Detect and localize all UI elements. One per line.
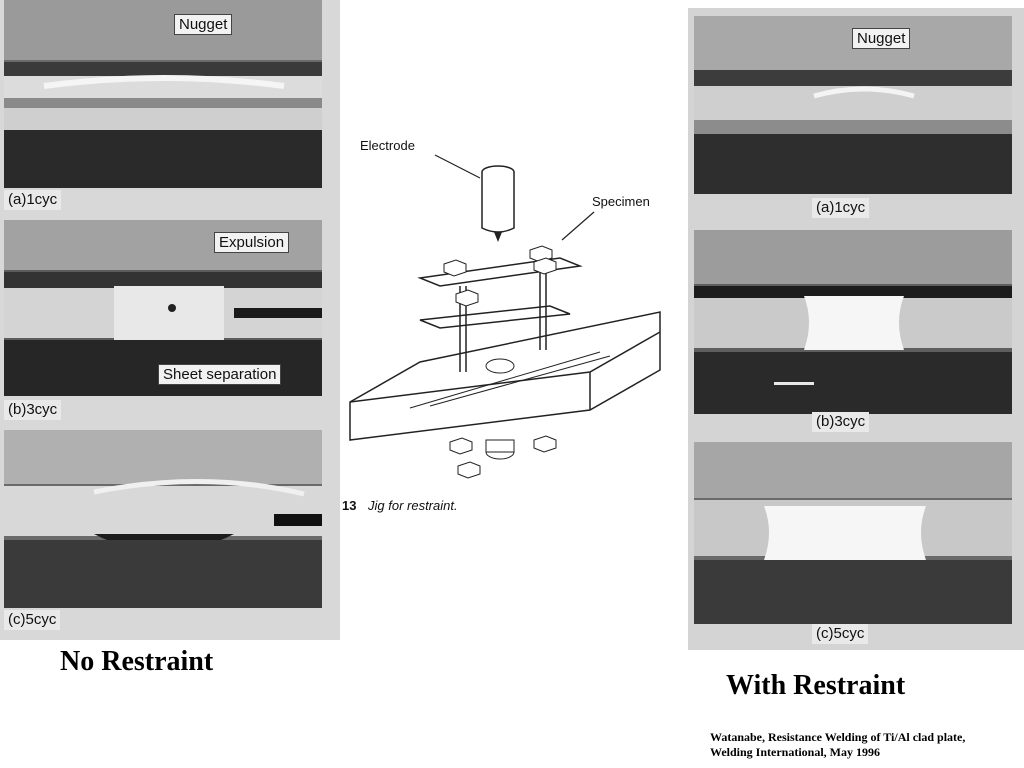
panel-label-right-a: (a)1cyc [812,198,870,218]
label-electrode: Electrode [360,138,415,153]
jig-diagram: Electrode Specimen 13 Jig for restraint. [340,110,680,530]
citation: Watanabe, Resistance Welding of Ti/Al cl… [710,730,965,760]
panel-label-right-c: (c)5cyc [812,624,869,644]
micrograph-right-3cyc [694,230,1012,414]
callout-nugget-left: Nugget [174,14,233,35]
callout-nugget-right: Nugget [852,28,911,49]
micrograph-left-5cyc [4,430,322,608]
micrograph-left-1cyc-drawing [4,0,322,188]
citation-line-2: Welding International, May 1996 [710,745,881,759]
figure-caption: Jig for restraint. [367,498,458,513]
loose-nuts [449,435,557,479]
caption-with-restraint: With Restraint [726,670,906,701]
micrograph-right-5cyc [694,442,1012,624]
panel-label-left-c: (c)5cyc [4,610,61,630]
panel-label-right-b: (b)3cyc [812,412,870,432]
with-restraint-figure: Nugget (a)1cyc (b)3cyc (c)5cyc [688,8,1024,650]
panel-label-left-b: (b)3cyc [4,400,62,420]
panel-label-left-a: (a)1cyc [4,190,62,210]
callout-sheet-separation: Sheet separation [158,364,282,385]
label-specimen: Specimen [592,194,650,209]
no-restraint-figure: Nugget (a)1cyc Expulsion Sheet separatio… [0,0,340,640]
callout-expulsion: Expulsion [214,232,290,253]
clamp-plates [417,211,595,372]
electrode-shape [434,154,515,242]
micrograph-left-1cyc [4,0,322,188]
caption-no-restraint: No Restraint [60,646,214,677]
base-block [349,311,661,441]
micrograph-left-3cyc [4,220,322,396]
citation-line-1: Watanabe, Resistance Welding of Ti/Al cl… [710,730,966,744]
micrograph-left-3cyc-drawing [4,220,322,396]
micrograph-right-3cyc-drawing [694,230,1012,414]
figure-number: 13 [342,498,356,513]
micrograph-left-5cyc-drawing [4,430,322,608]
jig-drawing: Electrode Specimen 13 Jig for restraint. [342,138,661,513]
micrograph-right-5cyc-drawing [694,442,1012,624]
